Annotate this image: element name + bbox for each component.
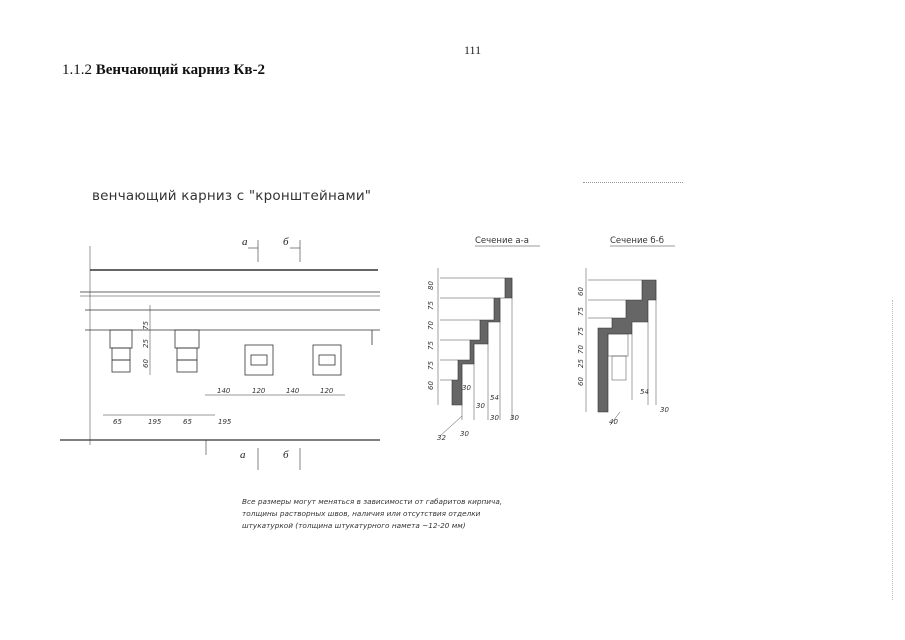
section-number: 1.1.2 <box>62 62 92 78</box>
section-b-profile <box>585 268 657 426</box>
dim-label: 30 <box>490 414 499 422</box>
dim-label: 30 <box>462 384 471 392</box>
cut-mark-b-bottom: б <box>283 449 289 461</box>
cut-mark-b-top: б <box>283 236 289 248</box>
dim-label: 140 <box>217 387 231 395</box>
dim-label: 75 <box>427 361 435 370</box>
dim-label: 54 <box>490 394 499 402</box>
note-line: Все размеры могут меняться в зависимости… <box>242 497 503 506</box>
dim-label: 60 <box>577 287 585 296</box>
dim-label: 30 <box>510 414 519 422</box>
section-b-bottom-dims: 54 30 40 <box>609 388 669 426</box>
elevation-horizontal-dims: 65 195 65 195 140 120 140 120 <box>113 387 334 426</box>
note-line: штукатуркой (толщина штукатурного намета… <box>242 521 466 530</box>
dim-label: 60 <box>577 377 585 386</box>
dim-label: 80 <box>427 281 435 290</box>
dim-label: 54 <box>640 388 649 396</box>
cut-mark-a-top: а <box>242 236 248 248</box>
dim-label: 30 <box>660 406 669 414</box>
dim-label: 60 <box>142 359 150 368</box>
dim-label: 25 <box>577 359 585 368</box>
section-a-bottom-dims: 30 54 30 30 30 30 32 <box>437 384 519 442</box>
dim-label: 75 <box>142 321 150 330</box>
dim-label: 120 <box>252 387 266 395</box>
note-line: толщины растворных швов, наличия или отс… <box>242 509 481 518</box>
section-title: Венчающий карниз Кв-2 <box>95 62 265 78</box>
dim-label: 195 <box>218 418 232 426</box>
dimensions-note: Все размеры могут меняться в зависимости… <box>242 496 602 532</box>
elevation-vertical-dims: 60 25 75 <box>142 321 150 368</box>
corbel-3 <box>244 344 274 376</box>
elevation-view <box>60 240 380 470</box>
dim-label: 75 <box>577 307 585 316</box>
dim-label: 75 <box>427 341 435 350</box>
dim-label: 40 <box>609 418 618 426</box>
section-a-profile <box>437 268 513 437</box>
corbel-4 <box>312 344 342 376</box>
page-number: 111 <box>464 43 482 57</box>
section-a-title: Сечение а-а <box>475 236 529 246</box>
dim-label: 195 <box>148 418 162 426</box>
dim-label: 75 <box>427 301 435 310</box>
dim-label: 30 <box>460 430 469 438</box>
section-heading: 1.1.2 Венчающий карниз Кв-2 <box>62 62 265 79</box>
dim-label: 60 <box>427 381 435 390</box>
dim-label: 120 <box>320 387 334 395</box>
section-b-vertical-dims: 60 75 75 70 25 60 <box>577 287 585 386</box>
dim-label: 140 <box>286 387 300 395</box>
dim-label: 30 <box>476 402 485 410</box>
dim-label: 65 <box>113 418 122 426</box>
scan-edge-artifact <box>892 300 893 600</box>
section-b-title: Сечение б-б <box>610 236 664 246</box>
faint-rule <box>583 182 683 183</box>
dim-label: 70 <box>427 321 435 330</box>
cut-mark-a-bottom: а <box>240 449 246 461</box>
dim-label: 70 <box>577 345 585 354</box>
section-a-vertical-dims: 80 75 70 75 75 60 <box>427 281 435 390</box>
dim-label: 65 <box>183 418 192 426</box>
dim-label: 32 <box>437 434 446 442</box>
drawing-title: венчающий карниз с "кронштейнами" <box>92 188 372 204</box>
corbel-2 <box>174 329 200 373</box>
dim-label: 75 <box>577 327 585 336</box>
dim-label: 25 <box>142 339 150 348</box>
corbel-1 <box>109 329 133 373</box>
